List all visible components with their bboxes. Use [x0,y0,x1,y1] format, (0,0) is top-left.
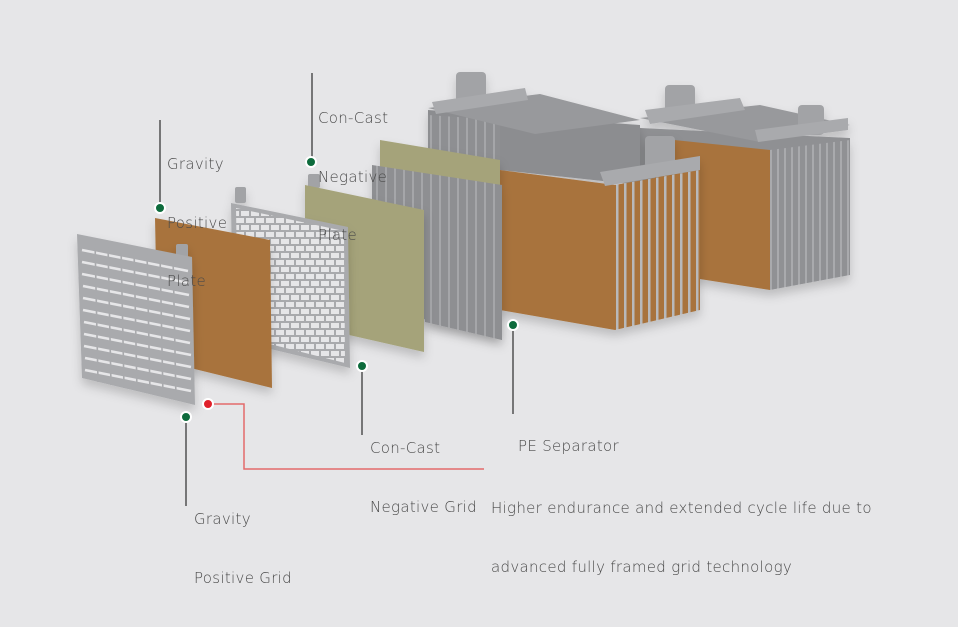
label-gravity-positive-grid: Gravity Positive Grid [194,471,292,627]
callout-text: Higher endurance and extended cycle life… [491,460,872,616]
callout-line [211,403,484,470]
label-line: Negative [318,167,388,186]
markers [154,156,519,423]
label-line: Plate [167,272,207,290]
callout-line-text: advanced fully framed grid technology [491,557,793,576]
marker-negative-plate [305,156,317,168]
label-line: Con-Cast [370,439,441,457]
positive-grid-sheet [77,234,195,405]
marker-negative-grid [356,360,368,372]
leader-lines [159,73,514,506]
marker-positive-grid [180,411,192,423]
marker-positive-plate [154,202,166,214]
label-line: Plate [318,226,358,244]
label-con-cast-negative-grid: Con-Cast Negative Grid [370,400,477,556]
label-gravity-positive-plate: Gravity Positive Plate [167,116,227,331]
label-line: Negative Grid [370,497,477,516]
label-pe-separator: PE Separator [518,398,619,496]
marker-pe-separator [507,319,519,331]
label-line: Positive [167,213,228,232]
label-line: PE Separator [518,437,619,455]
label-line: Positive Grid [194,568,292,587]
label-line: Gravity [167,155,224,173]
marker-callout [202,398,214,410]
exploded-battery-diagram: Gravity Positive Plate Con-Cast Negative… [77,70,872,587]
label-con-cast-negative-plate: Con-Cast Negative Plate [318,70,388,285]
callout-line-text: Higher endurance and extended cycle life… [491,499,872,517]
label-line: Gravity [194,510,251,528]
label-line: Con-Cast [318,109,389,127]
battery-illustration [77,72,850,506]
